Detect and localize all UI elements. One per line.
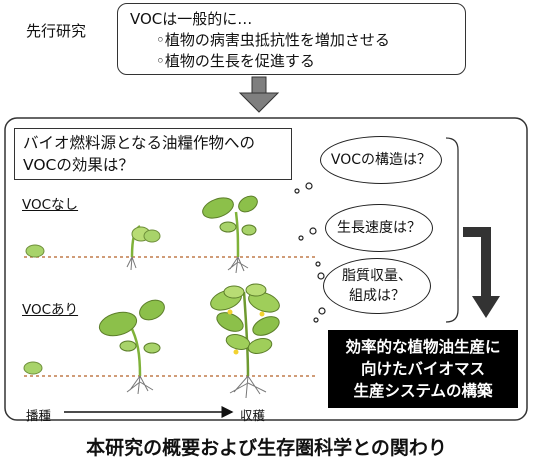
- down-arrow-icon: [238, 76, 280, 113]
- bracket: [445, 137, 459, 323]
- main-box-border: [4, 117, 528, 421]
- goal-box: 効率的な植物油生産に 向けたバイオマス 生産システムの構築: [328, 330, 518, 408]
- timeline-end-label: 収穫: [240, 408, 266, 423]
- prior-research-box: VOCは一般的に… ◦植物の病害虫抵抗性を増加させる ◦植物の生長を促進する: [117, 3, 466, 75]
- seed-icon: [23, 361, 43, 375]
- figure-caption: 本研究の概要および生存圏科学との関わり: [86, 437, 447, 459]
- prior-line-1: VOCは一般的に…: [130, 10, 253, 28]
- thought-dot: [294, 188, 300, 194]
- prior-research-label: 先行研究: [25, 22, 86, 40]
- bubble-lipid-yield: 脂質収量、 組成は？: [323, 258, 431, 314]
- bubble-growth-rate: 生長速度は？: [325, 204, 433, 252]
- row-label-with-voc: VOCあり: [22, 302, 79, 318]
- goal-line-3: 生産システムの構築: [353, 382, 493, 400]
- row-label-without-voc: VOCなし: [22, 197, 79, 213]
- goal-line-2: 向けたバイオマス: [360, 360, 485, 378]
- sprout-icon: [126, 224, 161, 271]
- question-box: バイオ燃料源となる油糧作物への VOCの効果は？: [14, 128, 292, 180]
- bubble-lipid-line-2: 組成は？: [349, 288, 405, 304]
- thought-dot: [309, 227, 317, 235]
- question-line-1: バイオ燃料源となる油糧作物への: [23, 134, 256, 152]
- young-plant-icon: [98, 299, 165, 395]
- seedling-icon: [202, 195, 258, 274]
- bubble-growth-rate-text: 生長速度は？: [337, 220, 421, 236]
- thought-dot: [313, 317, 319, 323]
- goal-line-1: 効率的な植物油生産に: [345, 338, 501, 356]
- prior-line-3: ◦植物の生長を促進する: [156, 52, 315, 70]
- thought-dot: [317, 272, 325, 280]
- thought-dot: [315, 261, 321, 267]
- bent-arrow-icon: [463, 227, 500, 318]
- bubble-voc-structure: VOCの構造は？: [320, 136, 442, 184]
- seed-icon: [25, 244, 45, 258]
- thought-dot: [305, 182, 313, 190]
- timeline-start-label: 播種: [26, 408, 52, 423]
- bubble-lipid-line-1: 脂質収量、: [342, 268, 412, 284]
- prior-line-2: ◦植物の病害虫抵抗性を増加させる: [156, 31, 390, 49]
- question-line-2: VOCの効果は？: [23, 156, 134, 174]
- bubble-voc-structure-text: VOCの構造は？: [330, 152, 432, 168]
- thought-dot: [298, 235, 304, 241]
- mature-plant-icon: [210, 283, 280, 399]
- thought-dot: [318, 307, 326, 315]
